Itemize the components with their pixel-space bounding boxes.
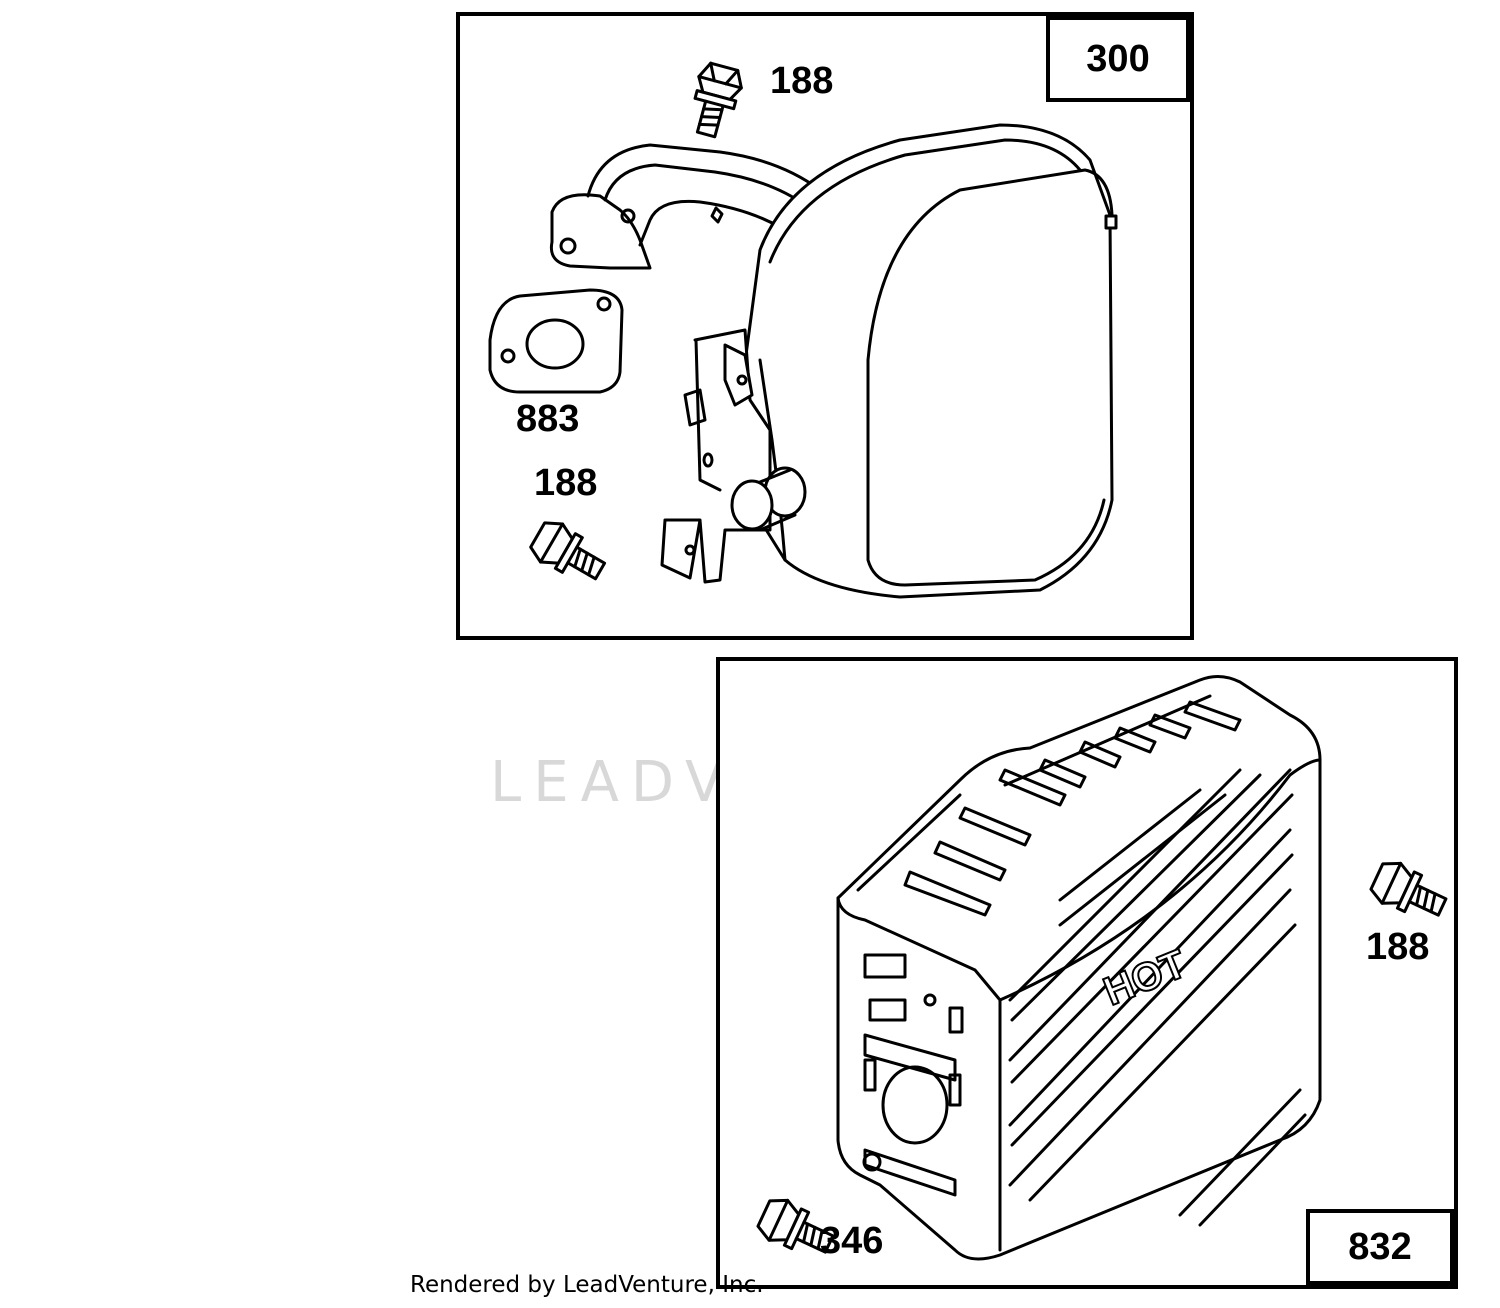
panel-number-832: 832 — [1306, 1209, 1454, 1285]
gasket-icon — [490, 290, 622, 392]
callout-188-right: 188 — [1366, 926, 1430, 968]
bolt-icon — [527, 516, 611, 590]
callout-883: 883 — [516, 398, 580, 440]
callout-346: 346 — [820, 1220, 884, 1262]
bolt-icon — [1368, 857, 1452, 927]
heat-shield-icon — [838, 676, 1320, 1259]
rendered-by-footer: Rendered by LeadVenture, Inc. — [410, 1272, 764, 1298]
muffler-icon — [740, 125, 1116, 597]
bolt-icon — [685, 61, 746, 140]
screw-icon — [755, 1194, 839, 1264]
callout-188-left: 188 — [534, 462, 598, 504]
callout-188-top: 188 — [770, 60, 834, 102]
panel-number-300: 300 — [1046, 16, 1190, 102]
outlet-tube-icon — [732, 468, 805, 530]
exhaust-pipe-icon — [551, 145, 820, 268]
